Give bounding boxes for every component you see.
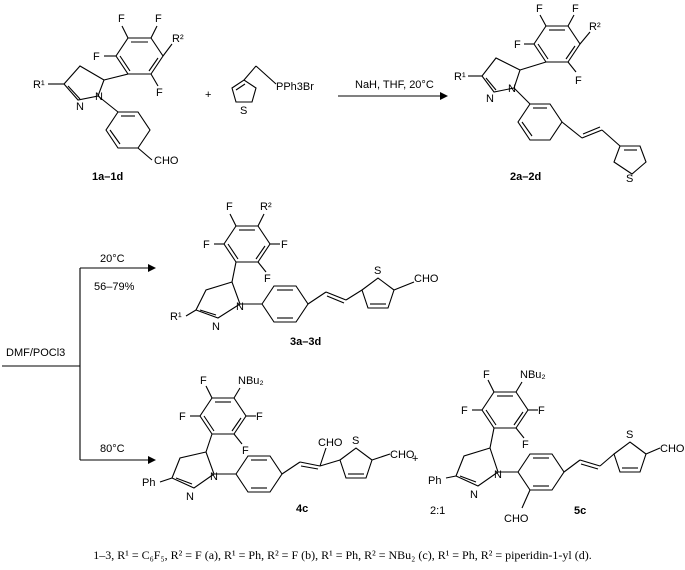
condition-80c: 80°C <box>100 443 125 455</box>
atom-n: N <box>470 489 478 501</box>
compound-label-3: 3a–3d <box>290 336 321 348</box>
atom-cho: CHO <box>318 437 343 449</box>
atom-s: S <box>626 429 633 441</box>
atom-f: F <box>226 201 233 213</box>
atom-n: N <box>212 321 220 333</box>
atom-r2: R² <box>172 33 184 45</box>
atom-cho: CHO <box>504 513 529 525</box>
atom-s: S <box>374 265 381 277</box>
atom-s: S <box>240 105 247 117</box>
atom-f: F <box>281 239 288 251</box>
atom-f: F <box>203 239 210 251</box>
atom-f: F <box>256 411 263 423</box>
atom-cho: CHO <box>414 273 439 285</box>
atom-r2: R² <box>260 201 272 213</box>
yield-range: 56–79% <box>94 281 135 293</box>
atom-f: F <box>483 369 490 381</box>
atom-f: F <box>179 411 186 423</box>
compound-label-1: 1a–1d <box>92 171 123 183</box>
atom-cho: CHO <box>660 443 685 455</box>
compound-3: F R² F F F R¹ N N S CHO 3a–3d <box>170 201 439 348</box>
compound-5c: F NBu₂ F F F Ph N N CHO S CHO 5c <box>428 369 685 525</box>
atom-f: F <box>575 75 582 87</box>
compound-label-2: 2a–2d <box>510 171 541 183</box>
atom-n: N <box>486 93 494 105</box>
atom-nbu2: NBu₂ <box>520 369 546 381</box>
atom-n: N <box>210 471 218 483</box>
plus-sign: + <box>205 89 211 101</box>
product-ratio: 2:1 <box>430 505 445 517</box>
compound-2: F F F R² F R¹ N N S 2a–2d <box>454 3 647 185</box>
compound-1: F F F R² F R¹ N N CHO 1a–1d <box>33 13 184 183</box>
atom-r1: R¹ <box>33 79 45 91</box>
atom-n: N <box>186 491 194 503</box>
conditions-nah-thf: NaH, THF, 20°C <box>355 79 434 91</box>
atom-f: F <box>522 439 529 451</box>
branch-arrows: DMF/POCl3 20°C 56–79% 80°C <box>2 253 156 464</box>
reagent-dmf-pocl3: DMF/POCl3 <box>6 347 65 359</box>
atom-nbu2: NBu₂ <box>238 375 264 387</box>
atom-n: N <box>508 83 516 95</box>
atom-f: F <box>200 375 207 387</box>
atom-f: F <box>264 273 271 285</box>
atom-f: F <box>536 3 543 15</box>
atom-r1: R¹ <box>454 71 466 83</box>
footnote-substituent-key: 1–3, R¹ = C₆F₅, R² = F (a), R¹ = Ph, R² … <box>93 548 592 562</box>
atom-n: N <box>95 91 103 103</box>
thienylmethyl-phosphonium-salt: S PPh3Br <box>231 65 314 117</box>
condition-20c: 20°C <box>100 253 125 265</box>
atom-n: N <box>494 469 502 481</box>
atom-n: N <box>76 101 84 113</box>
atom-f: F <box>538 405 545 417</box>
atom-f: F <box>514 39 521 51</box>
compound-label-4c: 4c <box>296 503 308 515</box>
substituent-ph: Ph <box>142 477 155 489</box>
atom-cho: CHO <box>154 155 179 167</box>
atom-r1: R¹ <box>170 311 182 323</box>
atom-s: S <box>626 173 633 185</box>
atom-f: F <box>242 445 249 457</box>
atom-r2: R² <box>589 21 601 33</box>
atom-f: F <box>461 405 468 417</box>
plus-sign: + <box>412 453 418 465</box>
atom-f: F <box>155 13 162 25</box>
atom-n: N <box>236 301 244 313</box>
reagent-pph3br: PPh3Br <box>276 81 314 93</box>
atom-f: F <box>93 51 100 63</box>
reaction-arrow-1: NaH, THF, 20°C <box>338 79 448 100</box>
atom-cho: CHO <box>390 449 415 461</box>
atom-f: F <box>156 87 163 99</box>
atom-f: F <box>572 3 579 15</box>
substituent-ph: Ph <box>428 475 441 487</box>
compound-label-5c: 5c <box>574 505 586 517</box>
atom-s: S <box>352 435 359 447</box>
compound-4c: F NBu₂ F F F Ph N N CHO S CHO 4c <box>142 375 415 515</box>
atom-f: F <box>118 13 125 25</box>
